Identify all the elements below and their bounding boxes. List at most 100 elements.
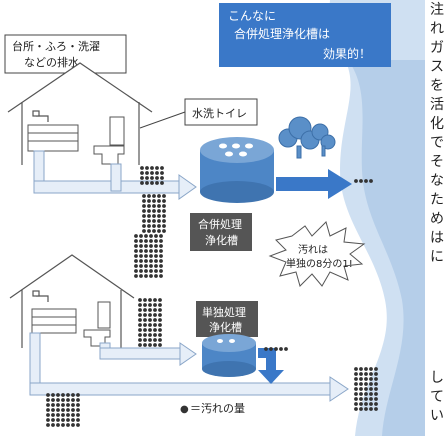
pollution-dot	[56, 418, 60, 422]
pollution-dot	[61, 423, 65, 427]
pollution-dot	[160, 171, 164, 175]
edge-char: ガ	[430, 40, 444, 56]
arrow-icon	[276, 169, 352, 199]
pollution-dot	[71, 418, 75, 422]
pollution-dot	[364, 179, 368, 183]
pollution-dot	[359, 392, 363, 396]
pollution-dot	[153, 318, 157, 322]
faucet-icon-lower	[32, 290, 49, 302]
pollution-dot	[153, 333, 157, 337]
pollution-dot	[162, 219, 166, 223]
pollution-dot	[152, 209, 156, 213]
pollution-dot	[138, 308, 142, 312]
pollution-dot	[152, 229, 156, 233]
pollution-dot	[61, 418, 65, 422]
pollution-dot	[61, 393, 65, 397]
pollution-dot	[139, 254, 143, 258]
pollution-dot	[139, 249, 143, 253]
arrow-icon-lower	[258, 348, 284, 384]
pollution-dot	[145, 166, 149, 170]
pollution-dot	[149, 239, 153, 243]
pollution-dot	[148, 343, 152, 347]
lower-pipes	[29, 332, 349, 402]
pollution-dot	[354, 387, 358, 391]
pollution-dot	[162, 229, 166, 233]
pollution-dot	[359, 367, 363, 371]
pollution-dot	[354, 392, 358, 396]
pollution-dot	[157, 204, 161, 208]
pollution-dot	[157, 214, 161, 218]
pollution-dot	[66, 423, 70, 427]
pollution-dot	[142, 214, 146, 218]
pollution-dot	[71, 408, 75, 412]
pollution-dot	[153, 323, 157, 327]
pollution-dot	[153, 298, 157, 302]
pollution-dot	[155, 171, 159, 175]
pollution-dot	[147, 204, 151, 208]
pollution-dot	[369, 397, 373, 401]
pollution-dot	[138, 323, 142, 327]
pollution-dot	[138, 343, 142, 347]
tree-icon	[278, 116, 336, 159]
pollution-dot	[76, 403, 80, 407]
edge-char: そ	[430, 154, 444, 170]
dots-upper-small	[354, 179, 373, 183]
sink-icon	[27, 124, 79, 152]
pollution-dot	[359, 407, 363, 411]
pollution-dot	[139, 259, 143, 263]
pollution-dot	[159, 249, 163, 253]
pollution-dot	[144, 264, 148, 268]
pollution-dot	[359, 179, 363, 183]
pollution-dot	[154, 249, 158, 253]
pollution-dot	[153, 343, 157, 347]
pollution-dot	[374, 407, 378, 411]
pollution-dot	[162, 194, 166, 198]
pollution-dot	[150, 166, 154, 170]
pollution-dot	[144, 254, 148, 258]
septic-tank-icon	[200, 137, 274, 203]
pollution-dot	[142, 194, 146, 198]
wastewater-label-line-1: 台所・ふろ・洗濯	[12, 39, 100, 53]
pollution-dot	[46, 423, 50, 427]
pollution-dot	[159, 239, 163, 243]
pollution-dot	[264, 347, 268, 351]
pollution-dot	[149, 269, 153, 273]
pollution-dot	[364, 397, 368, 401]
pollution-dot	[147, 194, 151, 198]
pollution-dot	[359, 372, 363, 376]
pollution-dot	[364, 382, 368, 386]
pollution-dot	[369, 402, 373, 406]
pollution-dot	[150, 171, 154, 175]
pollution-dot	[369, 377, 373, 381]
single-tank-label-box	[196, 301, 258, 337]
pollution-dot	[274, 347, 278, 351]
pollution-dot	[46, 398, 50, 402]
pollution-dot	[142, 199, 146, 203]
pollution-dot	[138, 338, 142, 342]
pollution-dot	[162, 199, 166, 203]
pollution-dot	[159, 269, 163, 273]
pollution-dot	[138, 313, 142, 317]
pollution-dot	[158, 328, 162, 332]
pollution-dot	[66, 398, 70, 402]
pollution-dot	[149, 274, 153, 278]
pollution-dot	[140, 171, 144, 175]
legend-dot: ●	[180, 404, 189, 415]
pollution-dot	[369, 367, 373, 371]
pollution-dot	[142, 229, 146, 233]
wastewater-label-box	[4, 34, 127, 74]
pollution-dot	[76, 418, 80, 422]
edge-char: に	[430, 249, 444, 265]
pollution-dot	[354, 179, 358, 183]
pollution-dot	[46, 408, 50, 412]
pollution-dot	[51, 398, 55, 402]
dots-upper-out	[134, 234, 163, 278]
pollution-dot	[148, 303, 152, 307]
pollution-dot	[144, 239, 148, 243]
pollution-dot	[148, 328, 152, 332]
pollution-dot	[155, 181, 159, 185]
pollution-dot	[152, 199, 156, 203]
pollution-dot	[56, 408, 60, 412]
